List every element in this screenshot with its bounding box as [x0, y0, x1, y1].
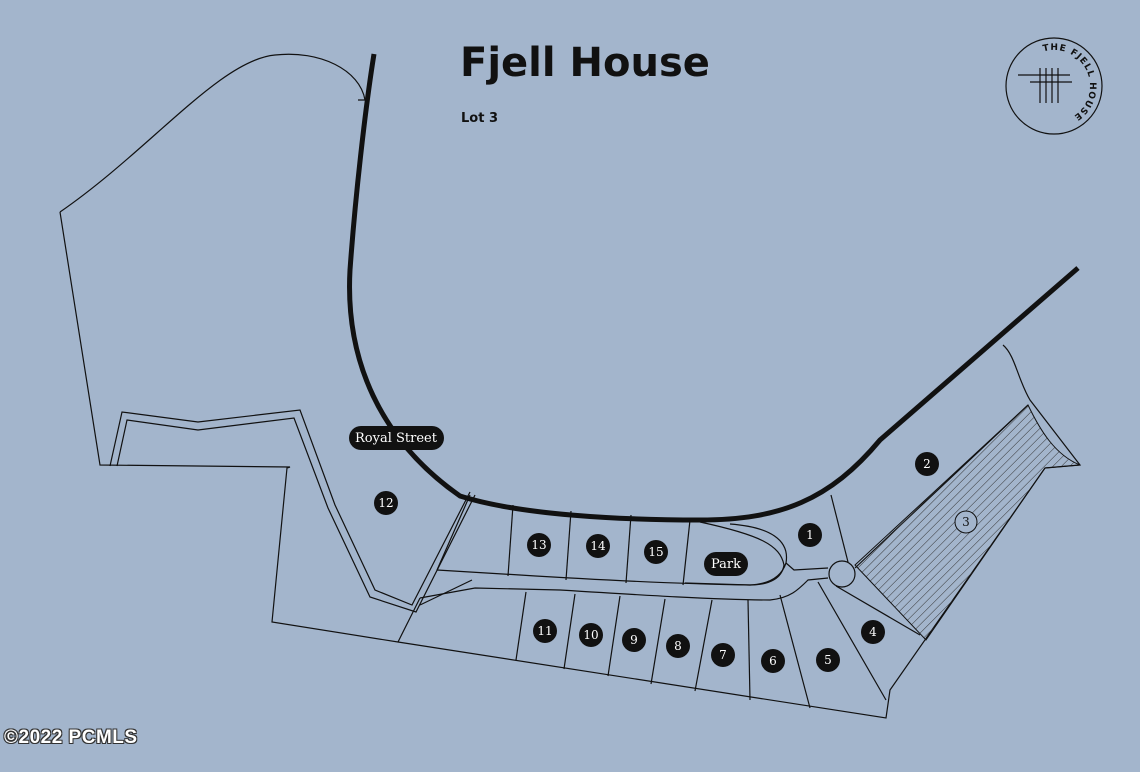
fjell-house-logo: THE FJELL HOUSE — [1005, 37, 1103, 135]
lot-marker-1[interactable]: 1 — [798, 523, 822, 547]
lot-marker-label: 10 — [583, 628, 598, 642]
lot-subtitle: Lot 3 — [461, 111, 499, 126]
lot-marker-circle — [586, 534, 610, 558]
lot-marker-10[interactable]: 10 — [579, 623, 603, 647]
lot-marker-label: 12 — [378, 496, 393, 510]
cul-de-sac — [828, 560, 856, 588]
house-logo-icon — [1018, 68, 1072, 103]
lot-marker-label: 4 — [869, 625, 877, 639]
copyright-notice: ©2022 PCMLS — [4, 727, 138, 748]
lot-3-marker[interactable]: 3 — [954, 510, 978, 534]
lot-marker-circle — [533, 619, 557, 643]
lot-marker-13[interactable]: 13 — [527, 533, 551, 557]
lot-marker-circle — [711, 643, 735, 667]
lot-marker-label: 11 — [537, 624, 552, 638]
parcel-boundary-west — [59, 53, 366, 213]
lot-marker-5[interactable]: 5 — [816, 648, 840, 672]
lot-marker-9[interactable]: 9 — [622, 628, 646, 652]
internal-road-loop — [785, 562, 829, 571]
lot-marker-circle — [915, 452, 939, 476]
lot-marker-circle — [644, 540, 668, 564]
svg-text:Park: Park — [711, 557, 741, 572]
trail-west-inner — [116, 417, 476, 613]
lot-marker-label: 9 — [630, 633, 638, 647]
lot-marker-circle — [861, 620, 885, 644]
internal-road-south — [419, 577, 829, 601]
lot-marker-circle — [761, 649, 785, 673]
lot-marker-11[interactable]: 11 — [533, 619, 557, 643]
trail-west — [109, 409, 471, 606]
lot-marker-4[interactable]: 4 — [861, 620, 885, 644]
lot-marker-6[interactable]: 6 — [761, 649, 785, 673]
park-boundary — [684, 521, 785, 586]
lot-marker-circle — [622, 628, 646, 652]
lot-marker-label: 2 — [923, 457, 931, 471]
lot-marker-circle — [374, 491, 398, 515]
lot-marker-8[interactable]: 8 — [666, 634, 690, 658]
lot-marker-label: 1 — [806, 528, 814, 542]
lot-marker-12[interactable]: 12 — [374, 491, 398, 515]
lot-marker-circle — [527, 533, 551, 557]
parcel-boundary-outline — [59, 211, 1082, 719]
lot-marker-circle — [816, 648, 840, 672]
lot-marker-label: 13 — [531, 538, 546, 552]
svg-text:Royal Street: Royal Street — [355, 431, 438, 446]
svg-text:3: 3 — [962, 515, 970, 529]
royal-street-road — [347, 53, 1080, 523]
page-title: Fjell House — [460, 40, 710, 86]
lot-marker-label: 5 — [824, 653, 832, 667]
lot-marker-label: 6 — [769, 654, 777, 668]
lot-marker-15[interactable]: 15 — [644, 540, 668, 564]
lot-marker-circle — [579, 623, 603, 647]
lot-marker-circle — [666, 634, 690, 658]
lot-marker-2[interactable]: 2 — [915, 452, 939, 476]
lot-marker-label: 8 — [674, 639, 682, 653]
royal-street-label: Royal Street — [349, 426, 444, 450]
lot-marker-label: 7 — [719, 648, 727, 662]
lot-marker-circle — [798, 523, 822, 547]
lot-marker-label: 15 — [648, 545, 663, 559]
lot-marker-14[interactable]: 14 — [586, 534, 610, 558]
lot-marker-7[interactable]: 7 — [711, 643, 735, 667]
park-label: Park — [704, 552, 748, 576]
lot-marker-label: 14 — [590, 539, 606, 553]
